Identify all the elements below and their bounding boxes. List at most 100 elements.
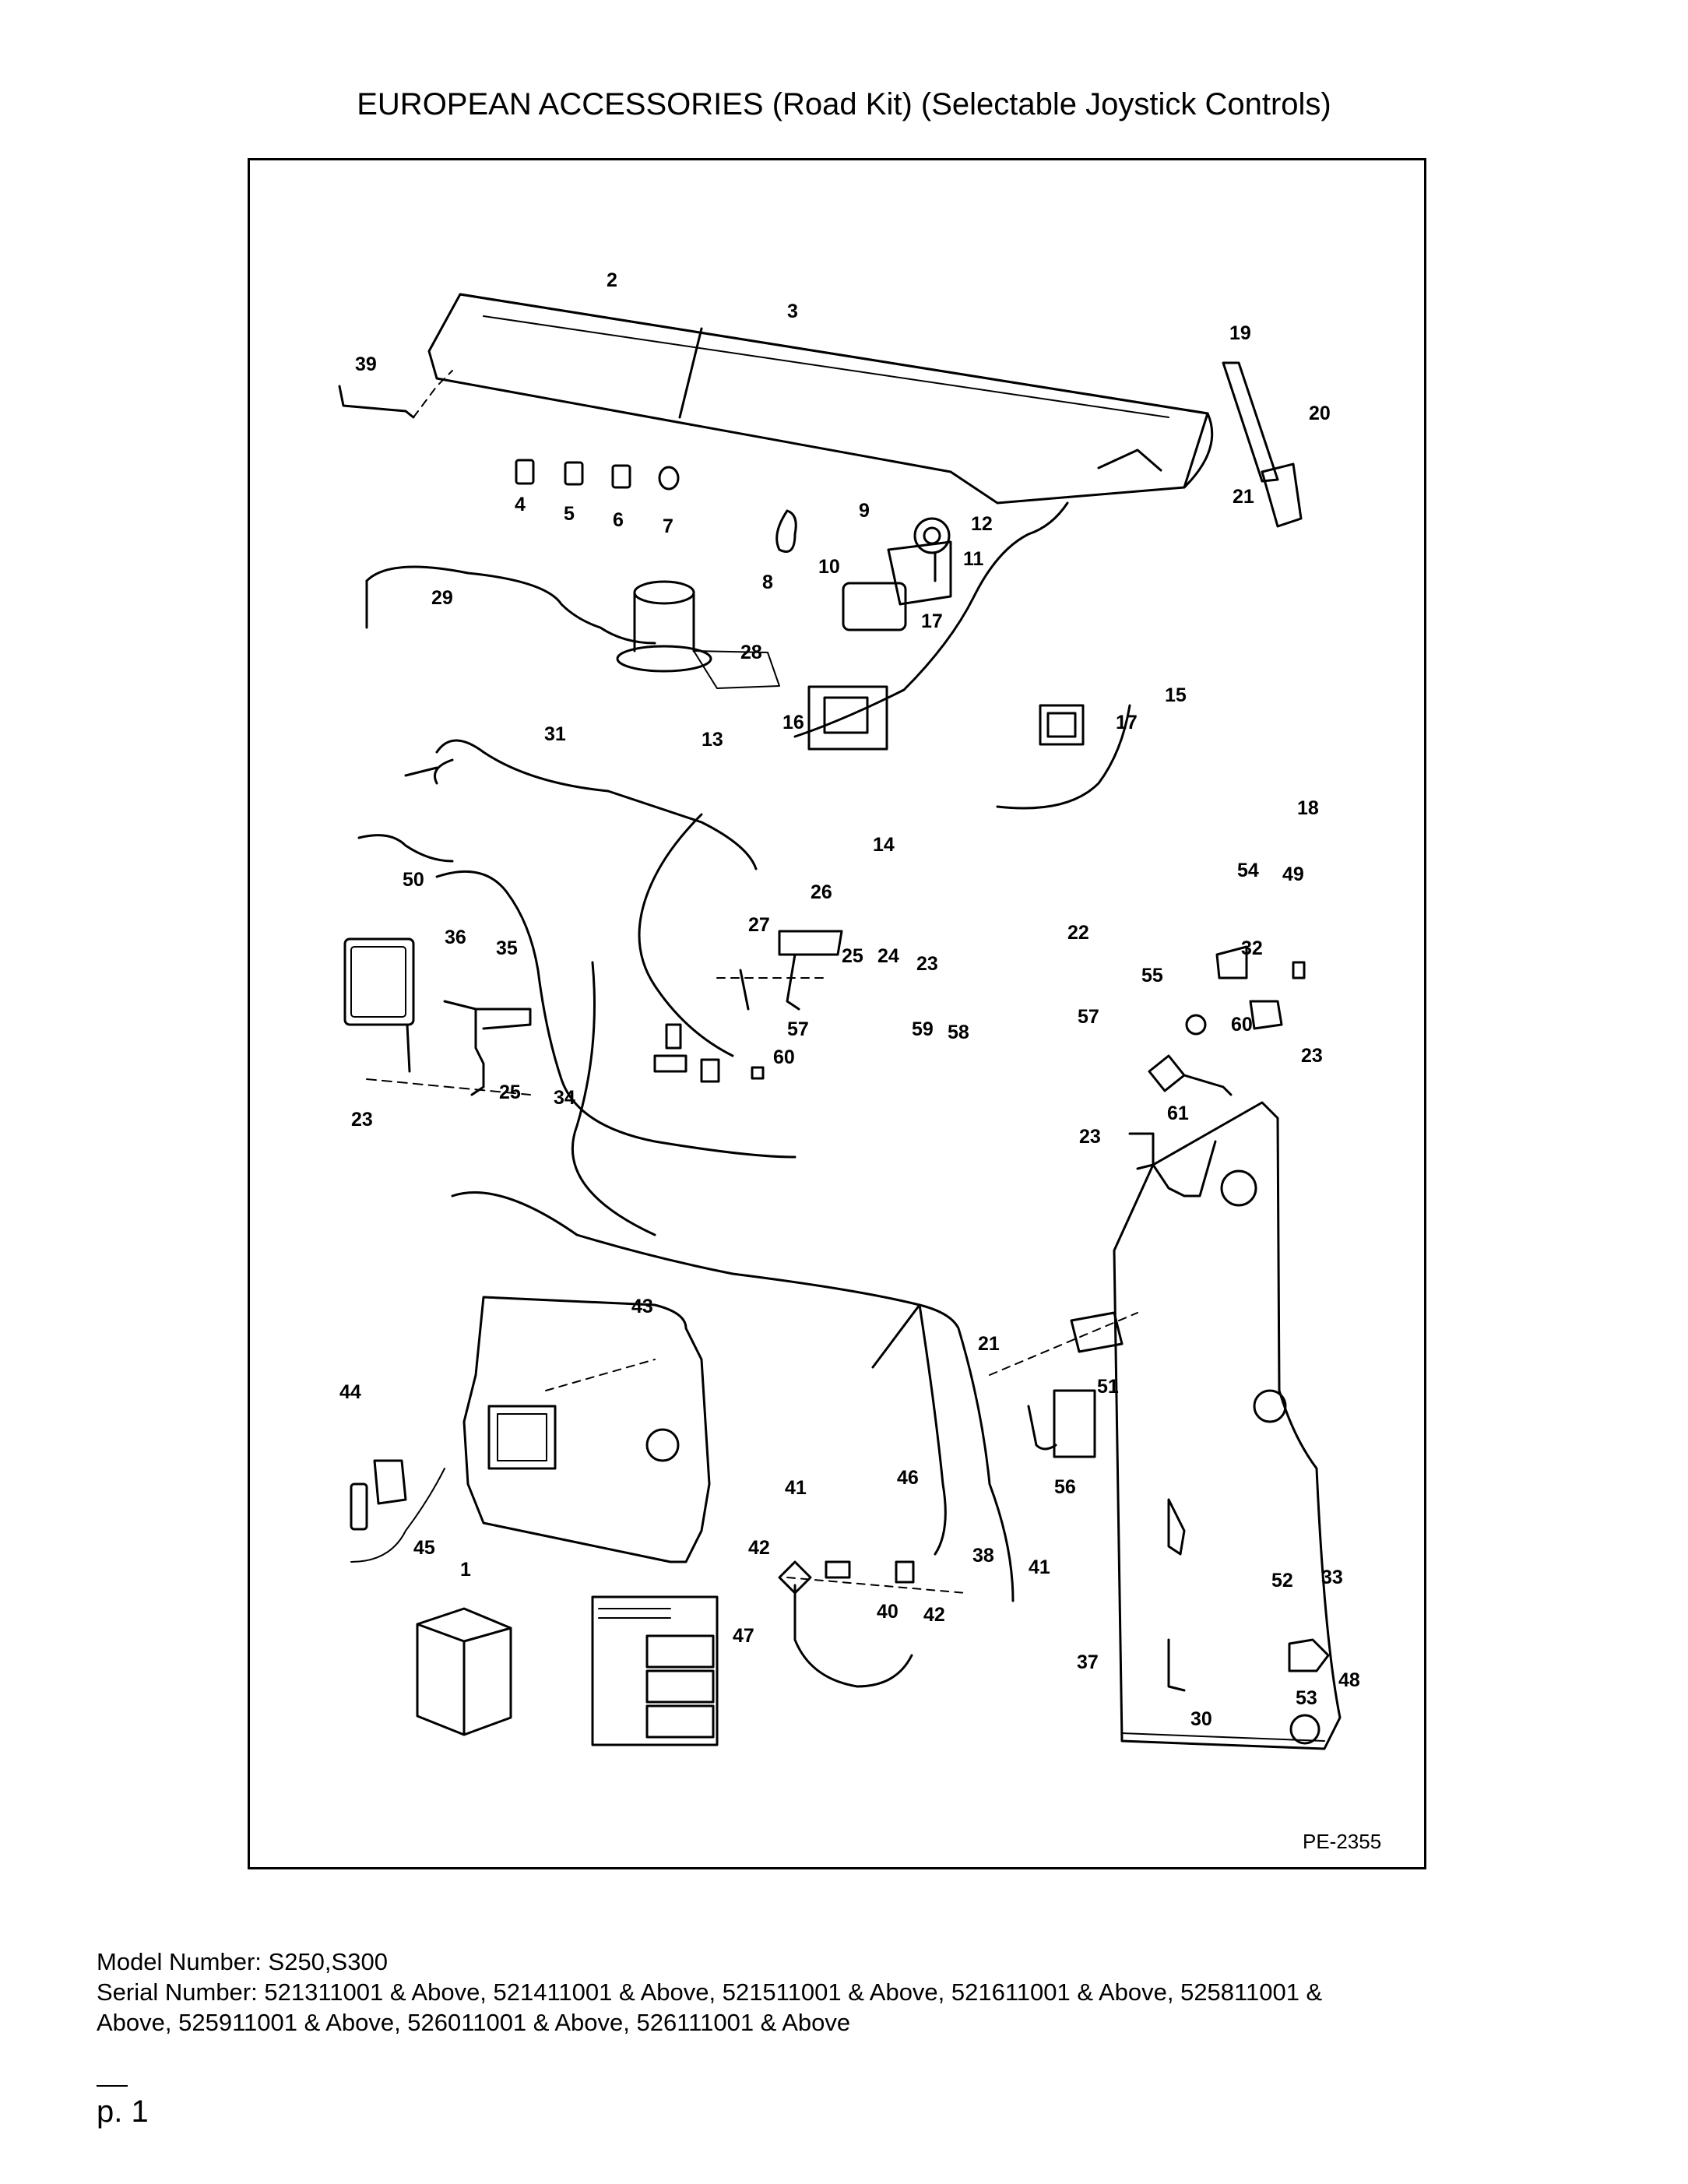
callout-56: 56 bbox=[1054, 1476, 1076, 1498]
callout-23-lower: 23 bbox=[1079, 1126, 1101, 1148]
kit-box-1 bbox=[416, 1607, 512, 1736]
footer: Model Number: S250,S300 Serial Number: 5… bbox=[97, 1947, 1607, 2038]
switches-part bbox=[515, 459, 680, 491]
relay-57-60-part bbox=[653, 1023, 765, 1083]
bracket-19-20-part bbox=[1222, 361, 1303, 528]
callout-25-left: 25 bbox=[499, 1081, 521, 1103]
callout-60-right: 60 bbox=[1231, 1014, 1253, 1036]
callout-32: 32 bbox=[1241, 937, 1263, 959]
callout-6: 6 bbox=[613, 509, 624, 531]
callout-27: 27 bbox=[748, 914, 770, 936]
callout-37: 37 bbox=[1077, 1651, 1099, 1673]
model-number: Model Number: S250,S300 bbox=[97, 1948, 388, 1975]
lamp-housing-upper bbox=[842, 540, 952, 631]
callout-40: 40 bbox=[877, 1601, 899, 1623]
connector-cluster bbox=[778, 1560, 967, 1688]
callout-29: 29 bbox=[431, 587, 453, 609]
callout-46: 46 bbox=[897, 1467, 919, 1489]
callout-42-right: 42 bbox=[923, 1604, 945, 1626]
callout-15: 15 bbox=[1165, 684, 1187, 706]
harness-27 bbox=[638, 813, 734, 1057]
rear-cover-part bbox=[427, 293, 1214, 505]
decal-sheet-47 bbox=[591, 1595, 719, 1746]
fender-15 bbox=[793, 501, 1069, 738]
callout-10: 10 bbox=[818, 556, 840, 578]
callout-2: 2 bbox=[607, 269, 617, 291]
callout-50: 50 bbox=[403, 869, 424, 891]
harness-29 bbox=[365, 565, 656, 645]
callout-52: 52 bbox=[1271, 1570, 1293, 1591]
callout-58: 58 bbox=[948, 1022, 969, 1043]
callout-47: 47 bbox=[733, 1625, 754, 1647]
callout-36: 36 bbox=[445, 927, 466, 948]
beacon-28-part bbox=[616, 580, 712, 673]
callout-23-right: 23 bbox=[1301, 1045, 1323, 1067]
callout-61: 61 bbox=[1167, 1103, 1189, 1124]
bracket-24-26-part bbox=[716, 930, 843, 1011]
callout-43: 43 bbox=[631, 1296, 653, 1317]
callout-23-mid: 23 bbox=[916, 953, 938, 975]
harness-50 bbox=[357, 834, 454, 863]
callout-48: 48 bbox=[1338, 1669, 1360, 1691]
bracket-39-part bbox=[338, 370, 453, 419]
callout-23-left: 23 bbox=[351, 1109, 373, 1131]
dash-panel-43 bbox=[462, 1296, 711, 1563]
relay-56-part bbox=[1027, 1389, 1096, 1458]
callout-42: 42 bbox=[748, 1537, 770, 1559]
page-number: p. 1 bbox=[97, 2094, 149, 2129]
callout-21-top: 21 bbox=[1233, 486, 1254, 508]
callout-22: 22 bbox=[1067, 922, 1089, 944]
callout-19: 19 bbox=[1229, 322, 1251, 344]
callout-16: 16 bbox=[782, 712, 804, 733]
callout-1: 1 bbox=[460, 1559, 471, 1581]
callout-54: 54 bbox=[1237, 860, 1259, 881]
page-divider bbox=[97, 2085, 128, 2087]
callout-13: 13 bbox=[702, 729, 723, 751]
serial-number-line-2: Above, 525911001 & Above, 526011001 & Ab… bbox=[97, 2009, 851, 2036]
callout-7: 7 bbox=[663, 515, 673, 537]
callout-45: 45 bbox=[413, 1537, 435, 1559]
callout-49: 49 bbox=[1282, 863, 1304, 885]
loader-frame-part bbox=[1113, 1101, 1342, 1750]
callout-12: 12 bbox=[971, 513, 993, 535]
callout-11: 11 bbox=[963, 548, 984, 570]
mirror-52-53-part bbox=[1288, 1638, 1330, 1745]
callout-53: 53 bbox=[1296, 1687, 1317, 1709]
switch-45-part bbox=[350, 1459, 445, 1563]
callout-57-right: 57 bbox=[1078, 1006, 1099, 1028]
callout-9: 9 bbox=[859, 500, 870, 522]
callout-3: 3 bbox=[787, 301, 798, 322]
callout-60: 60 bbox=[773, 1046, 795, 1068]
lamp-18-part bbox=[996, 704, 1131, 810]
harness-31 bbox=[435, 739, 758, 870]
harness-main-cable bbox=[435, 870, 797, 1159]
callout-44: 44 bbox=[339, 1381, 361, 1403]
serial-number-line-1: Serial Number: 521311001 & Above, 521411… bbox=[97, 1978, 1323, 2006]
callout-17: 17 bbox=[921, 610, 943, 632]
parts-diagram-frame: 2 3 19 39 20 21 4 5 6 7 9 12 11 10 8 17 … bbox=[248, 158, 1426, 1869]
diagram-code: PE-2355 bbox=[1303, 1830, 1381, 1853]
bracket-35-part bbox=[366, 1000, 532, 1096]
cable-tie-8 bbox=[775, 509, 797, 553]
cover-36-part bbox=[343, 937, 415, 1073]
callout-31: 31 bbox=[544, 723, 566, 745]
callout-26: 26 bbox=[811, 881, 832, 903]
callout-5: 5 bbox=[564, 503, 575, 525]
plate-51-part bbox=[989, 1311, 1138, 1376]
bracket-61 bbox=[1128, 1132, 1155, 1170]
horn-9-part bbox=[913, 517, 951, 582]
callout-24: 24 bbox=[877, 945, 899, 967]
callout-17-right: 17 bbox=[1116, 712, 1138, 733]
callout-55: 55 bbox=[1141, 965, 1163, 986]
callout-51: 51 bbox=[1097, 1376, 1119, 1398]
callout-8: 8 bbox=[762, 571, 773, 593]
callout-20: 20 bbox=[1309, 403, 1331, 424]
main-harness bbox=[451, 1191, 1015, 1602]
callout-21-mid: 21 bbox=[978, 1333, 1000, 1355]
callout-34: 34 bbox=[554, 1087, 575, 1109]
lamp-57-right bbox=[1148, 1054, 1233, 1096]
callout-30: 30 bbox=[1190, 1708, 1212, 1730]
callout-59: 59 bbox=[912, 1018, 934, 1040]
callout-41: 41 bbox=[785, 1477, 807, 1499]
callout-18: 18 bbox=[1297, 797, 1319, 819]
